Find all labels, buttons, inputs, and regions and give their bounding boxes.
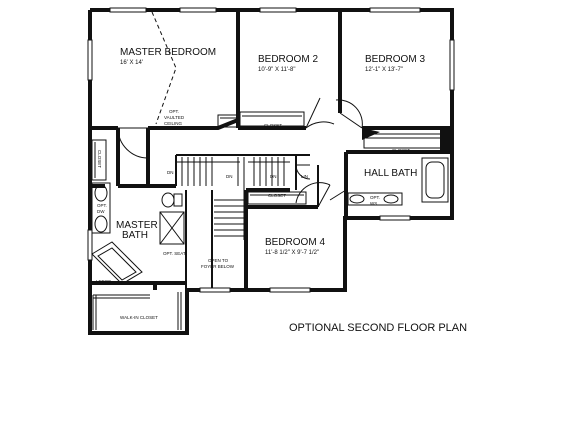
master-closet-label: CLOSET bbox=[97, 150, 102, 168]
doors bbox=[117, 97, 363, 208]
master-bedroom-dims: 16' X 14' bbox=[120, 60, 143, 66]
ledge-label: LEDGE bbox=[96, 279, 111, 284]
hall-bath-fixtures bbox=[347, 157, 449, 206]
plan-notes: OPT. VAULTED CEILING CLOSET CLOSET CLOSE… bbox=[96, 109, 410, 320]
sink-icon bbox=[383, 194, 399, 204]
hall-bath-ws-label: WS bbox=[370, 201, 377, 206]
sink-icon bbox=[349, 194, 365, 204]
open-to-label-1: OPEN TO bbox=[208, 258, 229, 263]
master-bedroom-label: MASTER BEDROOM bbox=[120, 47, 216, 58]
hall-bath-opt-label: OPT. bbox=[370, 195, 380, 200]
vaulted-ceiling-line bbox=[151, 11, 177, 125]
closets bbox=[91, 111, 452, 330]
walk-in-closet-label: WALK-IN CLOSET bbox=[120, 315, 158, 320]
master-bath-fixtures bbox=[91, 182, 185, 285]
linen-label: LIN bbox=[301, 174, 308, 179]
down-label-3: DN bbox=[270, 174, 277, 179]
bedroom4-dims: 11'-8 1/2" X 9'-7 1/2" bbox=[265, 250, 319, 256]
bedroom3-label: BEDROOM 3 bbox=[365, 54, 425, 65]
stair-treads-left bbox=[176, 157, 240, 186]
bedroom3-dims: 12'-1" X 13'-7" bbox=[365, 67, 403, 73]
bedroom4-label: BEDROOM 4 bbox=[265, 237, 325, 248]
master-bath-label-1: MASTER bbox=[116, 220, 158, 231]
windows bbox=[87, 7, 455, 293]
shower-icon bbox=[159, 211, 185, 245]
master-bath-opt-label: OPT. bbox=[97, 203, 107, 208]
vaulted-note-1: OPT. bbox=[169, 109, 179, 114]
down-label-1: DN bbox=[167, 170, 174, 175]
stairs bbox=[176, 157, 290, 240]
stair-treads-right bbox=[248, 157, 290, 186]
sink-icon bbox=[94, 215, 108, 233]
toilet-icon bbox=[161, 192, 175, 208]
room-labels: MASTER BEDROOM 16' X 14' BEDROOM 2 10'-9… bbox=[116, 47, 425, 256]
bedroom2-label: BEDROOM 2 bbox=[258, 54, 318, 65]
tub-icon bbox=[91, 241, 143, 285]
open-to-label-2: FOYER BELOW bbox=[201, 264, 235, 269]
vaulted-note-3: CEILING bbox=[164, 121, 183, 126]
master-bath-label-2: BATH bbox=[122, 230, 148, 241]
opt-seat-label: OPT. SEAT bbox=[163, 251, 186, 256]
bedroom3-closet-label: CLOSET bbox=[392, 148, 410, 153]
bedroom4-closet-label: CLOSET bbox=[268, 193, 286, 198]
hall-bath-label: HALL BATH bbox=[364, 168, 417, 179]
plan-title: OPTIONAL SECOND FLOOR PLAN bbox=[289, 322, 467, 334]
vaulted-note-2: VAULTED bbox=[164, 115, 185, 120]
sink-icon bbox=[94, 184, 108, 202]
stair-treads-down bbox=[214, 199, 244, 237]
master-bath-dw-label: DW bbox=[97, 209, 105, 214]
bedroom2-dims: 10'-9" X 11'-8" bbox=[258, 67, 295, 73]
bedroom2-closet-label: CLOSET bbox=[264, 123, 282, 128]
bathtub-icon bbox=[421, 157, 449, 203]
down-label-2: DN bbox=[226, 174, 233, 179]
